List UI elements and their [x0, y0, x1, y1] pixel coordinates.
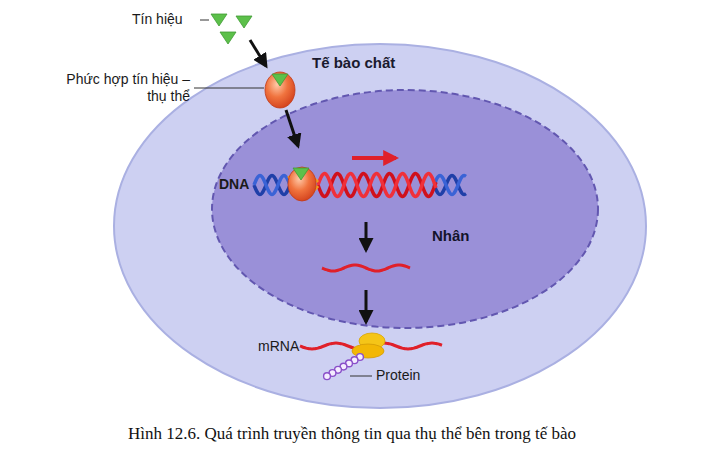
flow-arrow: [250, 40, 266, 66]
transcription-arrow: [352, 156, 396, 160]
receptor-complex: [265, 72, 295, 108]
leader-line: [200, 20, 209, 21]
signal-molecules: [211, 14, 252, 44]
protein-label: Protein: [376, 367, 420, 384]
cell-outline: Tế bào chấtNhân: [112, 42, 648, 410]
figure-caption: Hình 12.6. Quá trình truyền thông tin qu…: [0, 424, 704, 444]
dna-label: DNA: [219, 176, 249, 193]
region-label: Tế bào chất: [312, 54, 395, 71]
receptor-complex-on-dna: [288, 167, 318, 201]
leader-line: [194, 88, 264, 89]
flow-arrow: [286, 110, 298, 146]
ribosome: [352, 333, 385, 358]
dna-helix: [254, 173, 466, 196]
complex-label: Phức hợp tín hiệu – thụ thể: [44, 71, 190, 105]
region-label: Nhân: [432, 227, 470, 244]
mrna-label: mRNA: [258, 338, 299, 355]
nucleus-outline-shape: [210, 88, 600, 330]
nucleus-outline: Nhân: [210, 88, 600, 330]
leader-line: [350, 376, 372, 377]
signal-label: Tín hiệu: [132, 11, 183, 28]
flow-arrow: [365, 222, 368, 250]
protein-chain: [324, 354, 364, 380]
mrna-strand: [300, 265, 442, 349]
flow-arrow: [365, 290, 368, 322]
